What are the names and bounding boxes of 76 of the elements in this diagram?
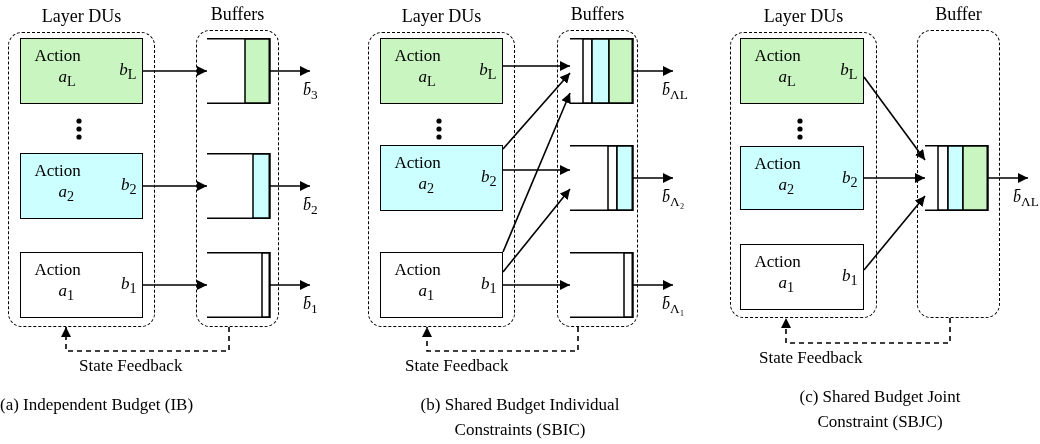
arrow (632, 280, 674, 290)
action-symbol: a$_{L}$ (778, 67, 796, 89)
panel-caption: (a) Independent Budget (IB) (0, 394, 195, 416)
budget-symbol: b$_{2}$ (841, 168, 858, 190)
panel-caption: (b) Shared Budget Individual Constraints (SBIC) (419, 394, 621, 441)
budget-symbol: b$_{2}$ (120, 175, 137, 197)
action-label: Action (394, 153, 441, 171)
action-label: Action (394, 46, 441, 64)
arrow (863, 195, 926, 271)
budget-symbol: b$_{2}$ (480, 167, 497, 189)
action-symbol: a$_{2}$ (778, 175, 795, 197)
group-heading: Layer DUs (763, 7, 844, 25)
output-symbol: b̄$_{Λ₂}$ (661, 188, 686, 210)
action-box (19, 37, 143, 104)
action-box (19, 251, 143, 318)
action-symbol: a$_{L}$ (418, 67, 436, 89)
arrow (502, 280, 571, 290)
panel-caption: (c) Shared Budget Joint Constraint (SBJC) (798, 386, 962, 433)
arrow (632, 173, 674, 183)
group-heading: Layer DUs (41, 7, 122, 25)
action-label: Action (754, 252, 801, 270)
feedback-arrow (61, 326, 230, 352)
action-box (379, 144, 503, 211)
budget-symbol: b$_{1}$ (120, 274, 137, 296)
buffer-queue (206, 251, 270, 318)
arrow (502, 72, 571, 150)
action-label: Action (754, 154, 801, 172)
buffer-queue (924, 144, 988, 211)
action-symbol: a$_{1}$ (58, 281, 75, 303)
budget-symbol: b$_{L}$ (840, 60, 858, 82)
action-box (379, 37, 503, 104)
arrow (632, 66, 674, 76)
buffer-queue (569, 251, 633, 318)
buffer-queue (569, 37, 633, 104)
arrow (269, 280, 311, 290)
arrow (502, 165, 571, 175)
budget-symbol: b$_{L}$ (479, 60, 497, 82)
buffer-queue (569, 144, 633, 211)
arrow (987, 173, 1029, 183)
arrow (863, 173, 926, 183)
arrow (269, 66, 311, 76)
group-heading: Buffers (210, 5, 265, 23)
feedback-arrow (422, 326, 579, 352)
output-symbol: b̄$_{Λ₁}$ (661, 295, 686, 317)
arrow (863, 76, 926, 161)
buffer-queue (206, 37, 270, 104)
action-symbol: a$_{1}$ (778, 273, 795, 295)
budget-symbol: b$_{1}$ (480, 274, 497, 296)
action-box (379, 251, 503, 318)
group-heading: Buffer (935, 5, 982, 23)
action-label: Action (394, 260, 441, 278)
arrow (142, 280, 208, 290)
action-box (739, 37, 864, 104)
action-symbol: a$_{L}$ (58, 67, 76, 89)
budget-symbol: b$_{1}$ (841, 266, 858, 288)
arrow (502, 188, 571, 273)
feedback-arrow (781, 317, 951, 344)
arrow (142, 181, 208, 191)
group-heading: Layer DUs (401, 7, 482, 25)
action-box (19, 152, 143, 219)
group-heading: Buffers (570, 5, 625, 23)
budget-symbol: b$_{L}$ (119, 60, 137, 82)
arrow (269, 181, 311, 191)
action-box (739, 145, 864, 210)
action-label: Action (34, 46, 81, 64)
action-symbol: a$_{2}$ (58, 182, 75, 204)
action-symbol: a$_{2}$ (418, 174, 435, 196)
action-label: Action (34, 161, 81, 179)
action-symbol: a$_{1}$ (418, 281, 435, 303)
buffer-queue (206, 152, 270, 219)
action-box (739, 243, 864, 310)
arrow (502, 61, 571, 71)
action-label: Action (754, 46, 801, 64)
action-label: Action (34, 260, 81, 278)
arrow (142, 66, 208, 76)
arrow (502, 92, 571, 253)
